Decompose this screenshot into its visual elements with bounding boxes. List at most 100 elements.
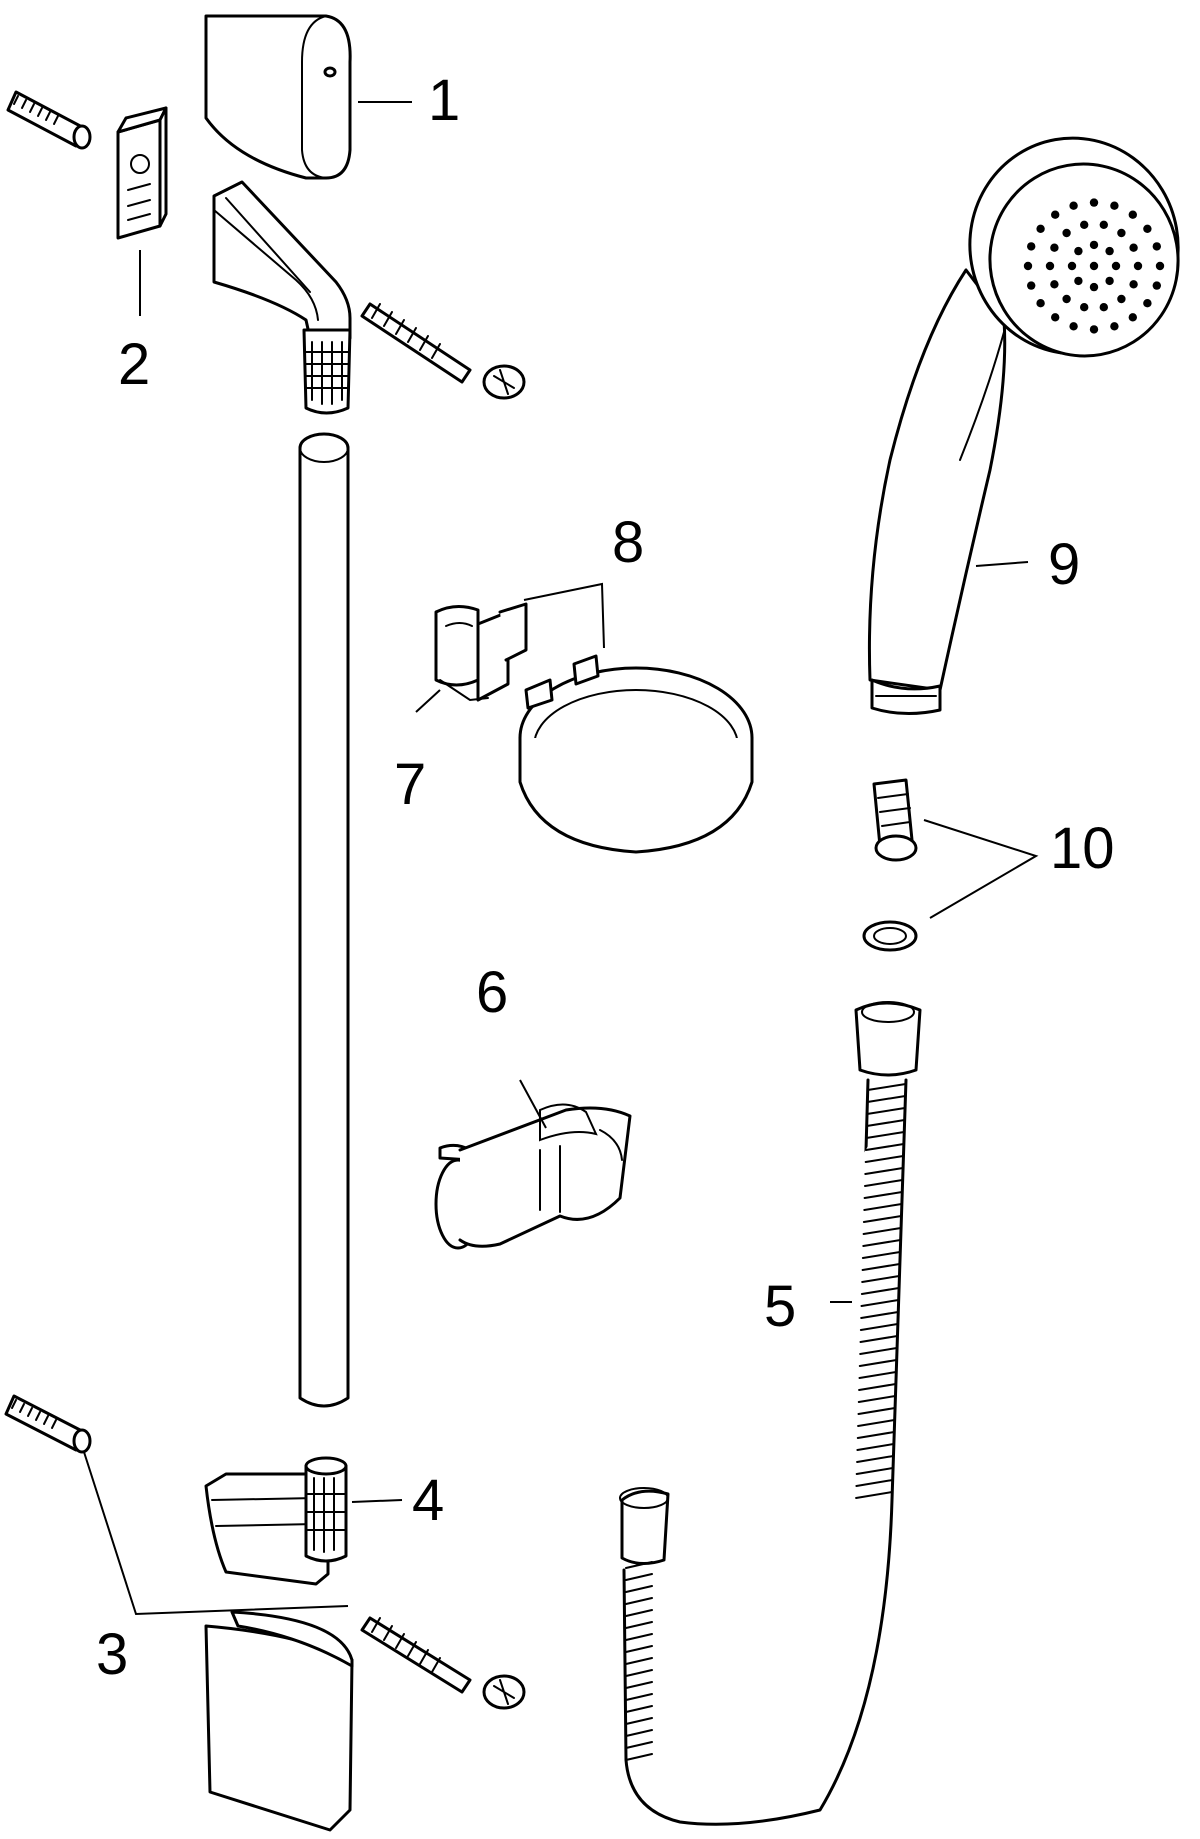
callout-6: 6 [476,960,508,1025]
nozzle-dot [1027,242,1036,251]
hose-rib [855,1467,894,1475]
callout-7: 7 [394,752,426,817]
hose-rib [865,1143,905,1151]
hose-rib [865,1131,906,1139]
hose-rib [625,1621,653,1629]
shower-head-nozzles [1023,198,1165,334]
nozzle-dot [1105,246,1114,256]
hose-rib [861,1275,901,1283]
nozzle-dot [1099,303,1109,312]
nozzle-dot [1062,294,1071,304]
part-2-wall-plug-top [6,90,92,150]
hose-rib [859,1347,898,1355]
hose-rib [863,1203,903,1211]
nozzle-dot [1036,224,1045,233]
nozzle-dot [1089,282,1099,292]
callout-4: 4 [412,1468,444,1533]
hose-rib [856,1431,896,1439]
callout-10: 10 [1050,816,1115,881]
hose-rib [625,1597,653,1605]
hose-rib [625,1741,653,1749]
nozzle-dot [1111,261,1121,271]
part-2-mounting-plate [116,106,168,240]
hose-rib [866,1095,907,1103]
hose-rib [860,1299,900,1307]
callout-labels: 1 2 3 4 5 6 7 8 9 10 [96,68,1115,1687]
hose-rib [866,1107,906,1115]
nozzle-dot [1152,281,1162,290]
nozzle-dot [1152,242,1162,251]
hose-rib [625,1681,653,1689]
hose-rib [864,1179,904,1187]
part-6-slider [434,1103,632,1250]
hose-rib [625,1573,653,1581]
nozzle-dot [1050,280,1059,289]
leader-lines [83,101,1039,1616]
hose-rib [858,1359,898,1367]
hose-rib [862,1239,902,1247]
hose-rib [857,1419,896,1427]
hose-rib [860,1311,900,1319]
nozzle-dot [1023,261,1033,271]
hose-rib [859,1323,899,1331]
hose-rib [858,1383,897,1391]
nozzle-dot [1036,299,1045,308]
nozzle-dot [1143,224,1152,233]
slide-rail [298,432,350,1408]
hose-rib [863,1191,904,1199]
lower-cover [204,1610,354,1832]
nozzle-dot [1074,276,1083,286]
nozzle-dot [1051,313,1060,322]
upper-screw [360,302,526,400]
nozzle-dot [1089,325,1099,334]
nozzle-dot [1133,261,1143,271]
nozzle-dot [1074,246,1083,256]
hose-rib [859,1335,899,1343]
part-8-ring-holder [518,654,754,854]
nozzle-dot [1045,261,1055,271]
part-5-hose [619,1001,922,1826]
hose-rib [862,1215,903,1223]
nozzle-dot [1089,198,1099,207]
hose-rib [625,1717,653,1725]
callout-2: 2 [118,332,150,397]
callout-9: 9 [1048,532,1080,597]
callout-8: 8 [612,510,644,575]
hose-rib [625,1585,653,1593]
hose-rib [625,1657,653,1665]
hose-rib [855,1479,894,1487]
hose-rib [625,1561,653,1569]
hose-rib [864,1167,904,1175]
hose-rib [858,1371,898,1379]
hose-rib [625,1753,653,1761]
callout-3: 3 [96,1622,128,1687]
nozzle-dot [1027,281,1036,290]
nozzle-dot [1105,276,1114,286]
nozzle-dot [1080,220,1089,229]
hose-rib [864,1155,905,1163]
nozzle-dot [1089,240,1099,250]
hose-rib [625,1609,653,1617]
nozzle-dot [1050,243,1059,252]
nozzle-dot [1069,322,1078,331]
hose-rib [625,1729,653,1737]
hose-rib [856,1455,895,1463]
nozzle-dot [1067,261,1077,271]
hose-corrugation [625,1083,907,1761]
hose-rib [866,1083,907,1091]
hose-rib [625,1645,653,1653]
nozzle-dot [1062,228,1071,238]
hose-rib [865,1119,906,1127]
lower-screw [360,1616,526,1710]
nozzle-dot [1128,210,1138,219]
hose-rib [860,1287,900,1295]
hose-rib [625,1669,653,1677]
nozzle-dot [1110,201,1119,210]
hose-rib [857,1395,897,1403]
nozzle-dot [1110,322,1119,331]
hose-rib [862,1227,902,1235]
hose-rib [625,1705,653,1713]
part-10-flow-limiter [862,778,918,952]
nozzle-dot [1069,201,1078,210]
